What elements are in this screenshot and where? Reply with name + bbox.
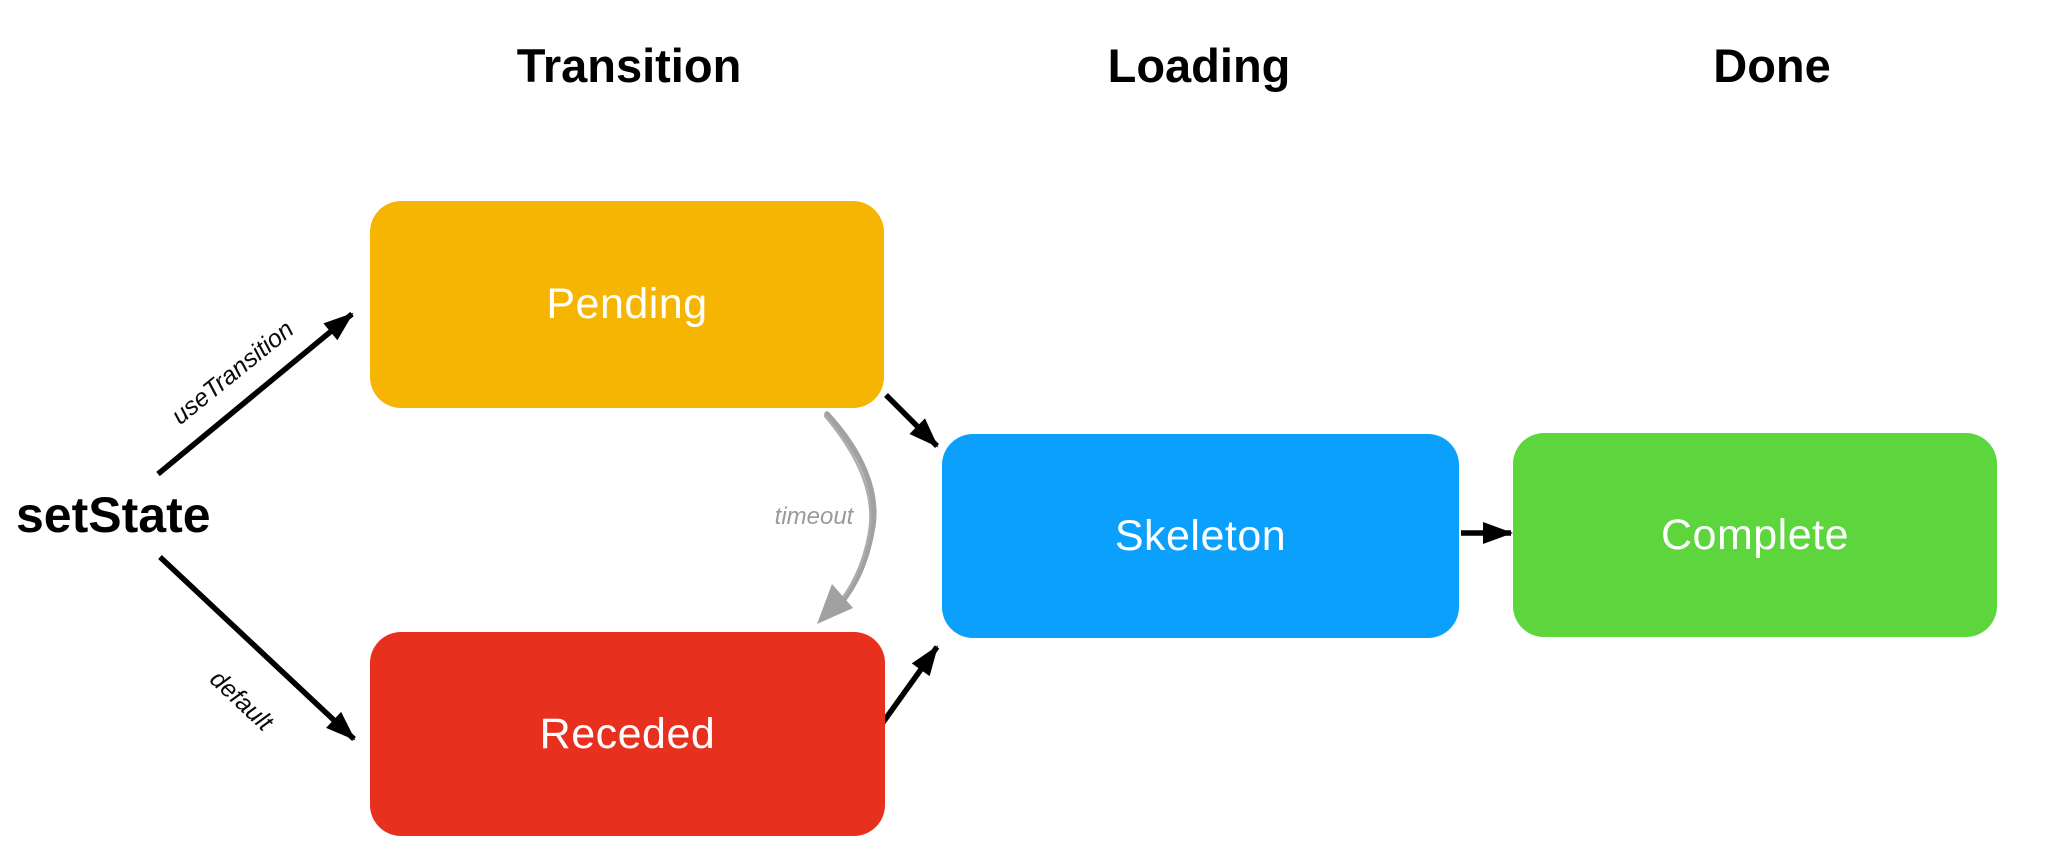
edge-setstate-to-receded: [158, 554, 356, 742]
column-header-loading: Loading: [1107, 39, 1291, 92]
edge-label-timeout: timeout: [774, 503, 854, 530]
node-complete: Complete: [1513, 433, 1997, 637]
timeout-arrowhead: [817, 584, 853, 624]
edge-pending-timeout-receded: [817, 411, 877, 624]
node-receded: Receded: [370, 632, 885, 836]
node-pending: Pending: [370, 201, 884, 408]
edge-pending-to-skeleton: [884, 393, 939, 448]
node-complete-label: Complete: [1660, 510, 1850, 559]
node-skeleton: Skeleton: [942, 434, 1459, 638]
setstate-source-label: setState: [16, 487, 211, 543]
node-skeleton-label: Skeleton: [1114, 511, 1287, 560]
edge-receded-to-skeleton: [876, 645, 940, 730]
node-pending-label: Pending: [546, 280, 708, 328]
node-receded-label: Receded: [539, 709, 716, 758]
column-header-transition: Transition: [516, 39, 742, 92]
column-header-done: Done: [1713, 39, 1831, 92]
edge-setstate-to-pending: [156, 311, 354, 477]
